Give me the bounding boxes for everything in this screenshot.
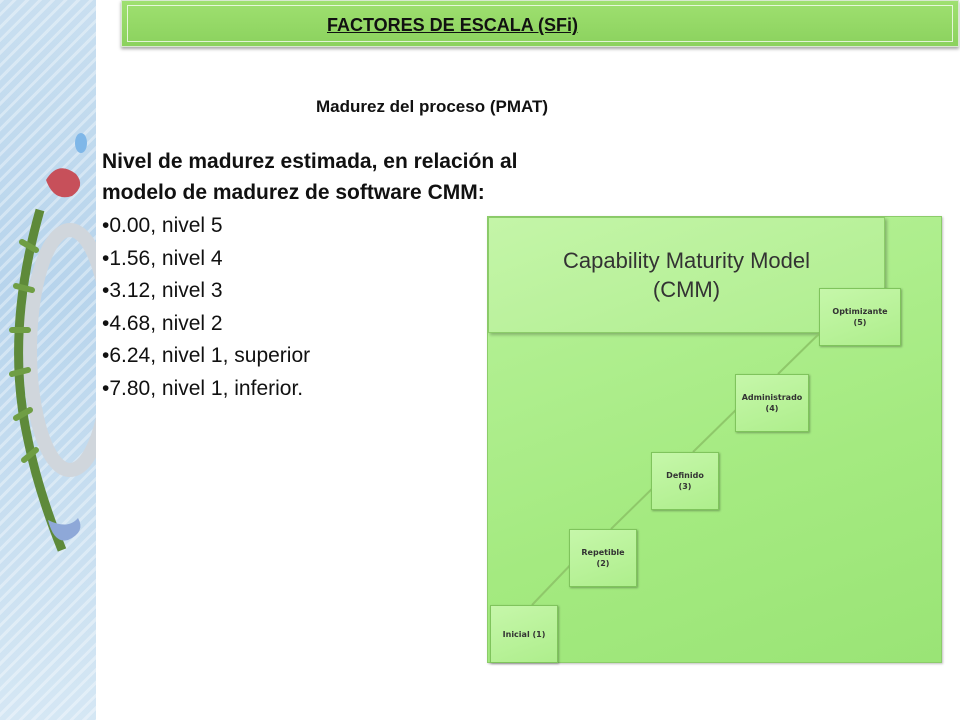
stairs-connectors [531, 324, 829, 606]
stage-inicial: Inicial (1) [490, 605, 558, 663]
list-item: •3.12, nivel 3 [102, 279, 223, 302]
stage-label: Inicial (1) [502, 629, 546, 639]
slide-title: FACTORES DE ESCALA (SFi) [327, 15, 579, 35]
list-item: •7.80, nivel 1, inferior. [102, 376, 304, 400]
bullet-dot-icon [75, 133, 87, 153]
stage-label: Repetible [581, 548, 625, 557]
list-item: •0.00, nivel 5 [102, 214, 223, 237]
stage-label: Definido [666, 471, 704, 480]
stage-level: (5) [853, 318, 867, 327]
stage-optimizante: Optimizante (5) [819, 288, 901, 346]
list-item: •1.56, nivel 4 [102, 246, 223, 270]
cmm-diagram: Capability Maturity Model (CMM) Inicial … [487, 216, 942, 663]
diagram-title-box: Capability Maturity Model (CMM) [488, 217, 885, 333]
stage-definido: Definido (3) [651, 452, 719, 510]
stage-label: Administrado [741, 393, 803, 402]
header-bar [121, 0, 959, 47]
decorative-side-strip [0, 0, 96, 720]
text-block: Nivel de madurez estimada, en relación a… [102, 146, 562, 405]
diagram-title: Capability Maturity Model (CMM) [489, 246, 884, 304]
stage-level: (2) [596, 559, 610, 568]
stage-level: (4) [765, 404, 779, 413]
maturity-level-list: •0.00, nivel 5 •1.56, nivel 4 •3.12, niv… [102, 210, 562, 405]
diagram-title-line1: Capability Maturity Model [563, 248, 810, 273]
list-item: •4.68, nivel 2 [102, 311, 223, 335]
stage-administrado: Administrado (4) [735, 374, 809, 432]
stage-label: Optimizante [832, 307, 888, 316]
diagram-title-line2: (CMM) [652, 277, 721, 302]
intro-text: Nivel de madurez estimada, en relación a… [102, 150, 518, 204]
stage-level: (3) [678, 482, 692, 491]
stage-repetible: Repetible (2) [569, 529, 637, 587]
subtitle-text: Madurez del proceso (PMAT) [316, 97, 549, 116]
crest-emblem-icon [9, 168, 96, 552]
list-item: •6.24, nivel 1, superior [102, 344, 311, 367]
